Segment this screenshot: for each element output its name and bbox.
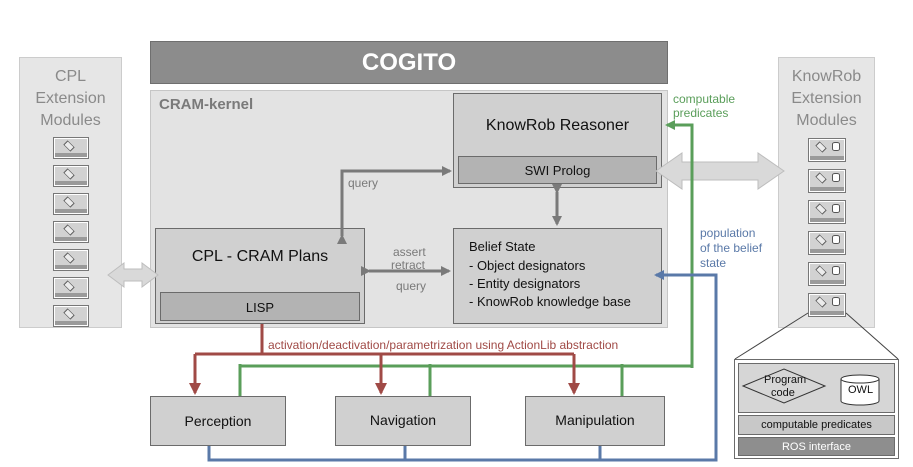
computable-predicates-bar: computable predicates — [738, 415, 895, 435]
belief-item: - Object designators — [469, 258, 586, 273]
program-code-diamond — [741, 368, 827, 404]
perception-label: Perception — [184, 413, 252, 429]
query-arrow-top — [337, 166, 452, 244]
extension-module-icon — [53, 249, 89, 271]
owl-cylinder-icon — [840, 374, 880, 406]
manipulation-label: Manipulation — [555, 412, 635, 428]
perception-box: Perception — [150, 396, 286, 446]
knowrob-ext-title-line: KnowRob — [791, 68, 862, 85]
extension-module-icon — [53, 277, 89, 299]
program-code-label: code — [771, 387, 795, 399]
owl-label: OWL — [848, 384, 874, 396]
knowrob-reasoner-title: KnowRob Reasoner — [485, 117, 630, 134]
population-label: of the belief — [700, 241, 763, 255]
cpl-ext-title-line: Modules — [40, 112, 101, 129]
query-label-mid: query — [396, 279, 427, 293]
navigation-box: Navigation — [335, 396, 471, 446]
cpl-ext-title-line: Extension — [35, 90, 106, 107]
navigation-label: Navigation — [369, 412, 437, 428]
extension-module-icon — [808, 138, 846, 162]
extension-module-icon — [808, 200, 846, 224]
knowrob-ext-double-arrow — [655, 152, 785, 190]
belief-state: Belief State - Object designators - Enti… — [453, 228, 662, 324]
retract-label: retract — [391, 258, 426, 272]
extension-module-icon — [808, 169, 846, 193]
swi-prolog-label: SWI Prolog — [524, 163, 591, 178]
cram-kernel-label: CRAM-kernel — [159, 96, 254, 113]
extension-module-icon — [53, 137, 89, 159]
extension-module-icon — [53, 305, 89, 327]
cpl-ext-double-arrow — [107, 262, 159, 288]
computable-label: computable — [673, 92, 736, 106]
predicates-label: predicates — [673, 106, 729, 120]
lisp-box: LISP — [160, 292, 360, 321]
ros-interface-bar: ROS interface — [738, 437, 895, 456]
extension-module-icon — [808, 231, 846, 255]
module-detail: computable predicates ROS interface — [734, 359, 899, 459]
zoom-line — [734, 312, 809, 360]
assert-label: assert — [393, 245, 426, 259]
computable-predicates-label: computable predicates — [761, 419, 872, 431]
query-label-top: query — [348, 176, 379, 190]
belief-state-title: Belief State — [469, 239, 536, 254]
extension-module-icon — [808, 293, 846, 317]
cogito-title: COGITO — [361, 49, 457, 76]
cpl-cram-plans-title: CPL - CRAM Plans — [191, 248, 329, 265]
ros-interface-label: ROS interface — [781, 441, 852, 453]
belief-item: - Entity designators — [469, 276, 581, 291]
knowrob-ext-title-line: Modules — [796, 112, 857, 129]
swi-prolog: SWI Prolog — [458, 156, 657, 184]
belief-item: - KnowRob knowledge base — [469, 294, 631, 309]
extension-module-icon — [808, 262, 846, 286]
population-line — [207, 270, 718, 462]
lisp-label: LISP — [245, 300, 275, 315]
cpl-ext-title-line: CPL — [54, 68, 87, 85]
population-label: state — [700, 256, 727, 270]
population-label: population — [700, 226, 756, 240]
manipulation-box: Manipulation — [525, 396, 665, 446]
extension-module-icon — [53, 193, 89, 215]
zoom-line — [845, 312, 899, 360]
computable-predicates-line — [665, 120, 694, 342]
extension-module-icon — [53, 221, 89, 243]
program-code-label: Program — [764, 374, 807, 386]
cogito-header: COGITO — [150, 41, 668, 84]
extension-module-icon — [53, 165, 89, 187]
activation-label: activation/deactivation/parametrization … — [268, 338, 619, 352]
knowrob-ext-title-line: Extension — [791, 90, 862, 107]
